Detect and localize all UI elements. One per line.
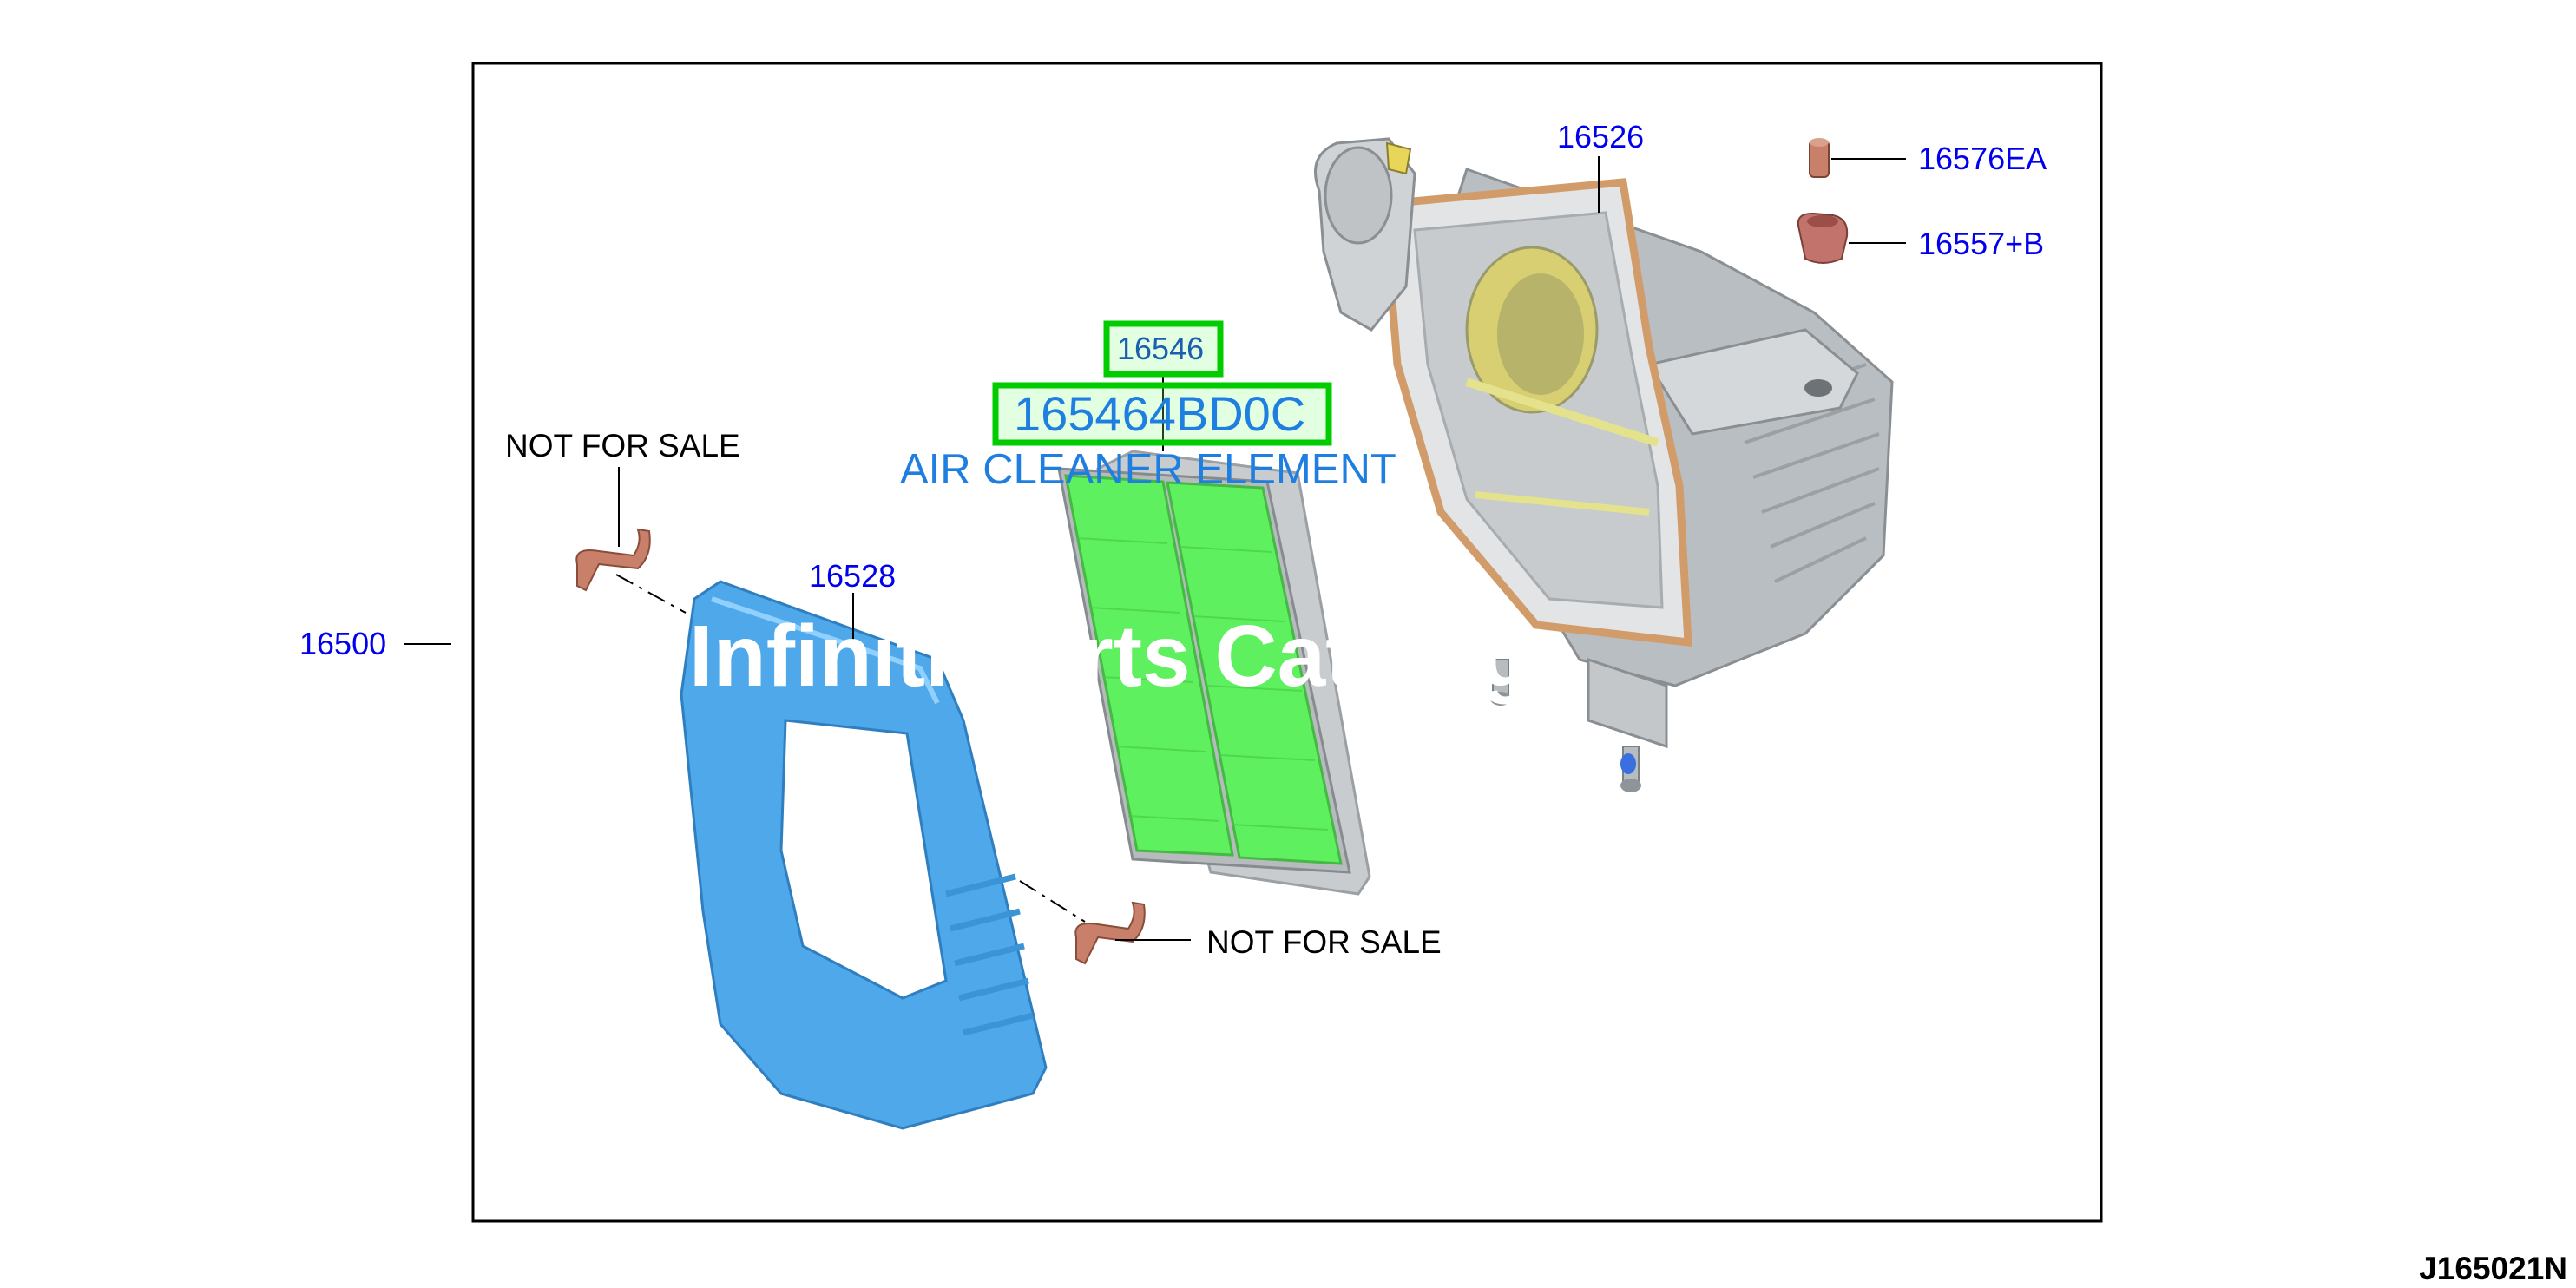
not-for-sale-upper: NOT FOR SALE bbox=[505, 428, 740, 463]
clip-lower bbox=[1074, 901, 1146, 965]
callout-16546[interactable]: 16546 bbox=[1117, 331, 1204, 366]
not-for-sale-lower: NOT FOR SALE bbox=[1206, 924, 1442, 960]
callout-16557B[interactable]: 16557+B bbox=[1918, 226, 2044, 261]
clip-upper bbox=[575, 528, 651, 592]
highlight-box-part bbox=[992, 382, 1332, 446]
highlight-box-ref bbox=[1103, 320, 1224, 378]
grommet-part[interactable] bbox=[1797, 212, 1849, 264]
air-cleaner-cover[interactable] bbox=[680, 580, 1048, 1130]
callout-16576EA[interactable]: 16576EA bbox=[1918, 141, 2047, 176]
callout-16526[interactable]: 16526 bbox=[1557, 119, 1644, 154]
watermark: Infiniti Parts Catalog bbox=[689, 608, 1533, 705]
callout-16528[interactable]: 16528 bbox=[809, 558, 896, 594]
plug-part[interactable] bbox=[1809, 138, 1830, 178]
element-name-label: AIR CLEANER ELEMENT bbox=[900, 446, 1396, 493]
leader-lines bbox=[404, 156, 1906, 941]
diagram-frame bbox=[471, 62, 2103, 1223]
callout-element-part-number[interactable]: 165464BD0C bbox=[1014, 386, 1305, 441]
air-cleaner-housing[interactable] bbox=[1314, 137, 1894, 792]
callout-16500[interactable]: 16500 bbox=[299, 626, 386, 661]
air-cleaner-element[interactable] bbox=[1057, 450, 1371, 896]
diagram-code: J165021N bbox=[2419, 1251, 2567, 1286]
